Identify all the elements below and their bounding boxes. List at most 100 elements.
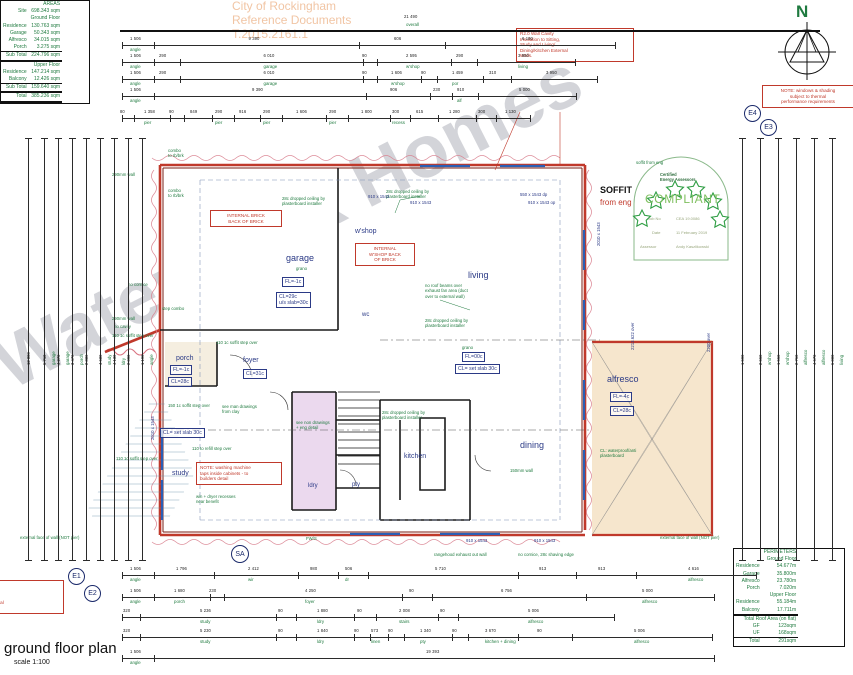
areas-uf-heading: Upper Floor — [33, 61, 61, 68]
dim-value: 5 000 — [642, 588, 653, 593]
dim-col-line — [742, 138, 743, 560]
dim-value-vertical: 2 880 — [84, 354, 89, 365]
dim-value: 3 950 — [518, 53, 529, 58]
dim-tick — [793, 138, 800, 139]
dim-tick — [122, 59, 123, 66]
dim-value: 6 010 — [263, 70, 275, 75]
dim-tick — [586, 594, 587, 601]
living-note-roofbeams: no roof beams over exhaust fan area (duc… — [425, 283, 468, 299]
anno-external-face-left: external face of wall (NOT pier) — [20, 535, 80, 540]
dim-tick — [180, 76, 181, 83]
areas-gf-sub-value: 224.796 sqm — [28, 51, 63, 62]
assessor-logo-text: Certified Energy Assessors — [660, 172, 696, 182]
dim-tick — [55, 138, 62, 139]
insulation-note: R2.0 Wall Cavity Insulation to Sitting, … — [516, 28, 634, 62]
dim-tick — [714, 655, 715, 662]
dim-value: 506 — [345, 566, 353, 571]
elevation-marker-e4[interactable]: E4 — [744, 105, 761, 122]
dim-value: 849 — [190, 109, 198, 114]
garage-cl2-value: u/s slab=30c — [279, 300, 309, 306]
areas-uf-bal-value: 12.426 sqm — [28, 76, 63, 85]
dim-label: pier — [144, 120, 152, 125]
areas-uf-res-value: 147.214 sqm — [31, 68, 61, 75]
dim-tick — [511, 76, 512, 83]
dim-label: pier — [329, 120, 337, 125]
anno-soffit-step-2: 110 1c soffit step over — [216, 340, 258, 345]
dim-value: 913 — [598, 566, 606, 571]
dim-tick — [775, 138, 782, 139]
dim-tick — [430, 93, 431, 100]
dim-tick — [615, 42, 616, 49]
dim-tick — [438, 115, 439, 122]
areas-title: AREAS — [43, 1, 61, 7]
elevation-marker-e2[interactable]: E2 — [84, 585, 101, 602]
dim-tick — [296, 634, 297, 641]
council-stamp-line1: City of Rockingham — [232, 0, 337, 13]
anno-man-drawings: see man drawings from clay — [222, 404, 257, 415]
dim-col-line — [814, 138, 815, 560]
dim-tick — [370, 634, 371, 641]
dim-col-line — [28, 138, 29, 560]
stamp-date-label: Date — [652, 230, 661, 235]
dim-value: 90 — [421, 70, 426, 75]
dim-value-vertical: 4 670 — [812, 354, 817, 365]
dim-tick — [530, 115, 531, 122]
dim-tick — [97, 560, 104, 561]
dim-label: garage — [263, 64, 278, 69]
areas-table: AREAS Site 698.343 sqm Ground Floor Resi… — [0, 0, 90, 104]
anno-ceiling-installer-1: 28c dropped ceiling by plasterboard inst… — [282, 196, 325, 207]
dim-label-vertical: w'shop — [785, 351, 790, 365]
dim-label: alf — [457, 98, 462, 103]
dim-label: angle — [130, 599, 141, 604]
dim-label: ldry — [317, 619, 325, 624]
dim-row-line — [122, 62, 575, 63]
dim-value: 4 250 — [305, 588, 316, 593]
dim-tick — [421, 76, 422, 83]
dim-label: pty — [420, 639, 426, 644]
dim-col-line — [44, 138, 45, 560]
dim-tick — [390, 115, 391, 122]
dim-tick — [402, 594, 403, 601]
dim-tick — [445, 42, 446, 49]
dim-tick — [388, 634, 389, 641]
elevation-marker-e3[interactable]: E3 — [760, 119, 777, 136]
areas-uf-res-label: Residence — [3, 68, 27, 75]
dim-tick — [170, 115, 171, 122]
dim-tick — [775, 560, 782, 561]
section-marker-sa[interactable]: SA — [231, 545, 249, 563]
dim-tick — [348, 115, 349, 122]
dim-tick — [122, 42, 123, 49]
dim-label: living — [518, 64, 529, 69]
dim-value-vertical: 4 130 — [112, 354, 117, 365]
dim-value: 910 — [457, 87, 465, 92]
dim-label: linen — [371, 639, 381, 644]
dim-tick — [154, 59, 155, 66]
dim-value: 1 358 — [144, 109, 155, 114]
dim-value: 916 — [239, 109, 247, 114]
dim-tick — [122, 634, 123, 641]
anno-soffit-step-4: 110 1c soffit step over — [116, 456, 158, 461]
dim-label-vertical: angle — [149, 354, 154, 365]
dim-tick — [363, 76, 364, 83]
dim-value: 6 010 — [263, 53, 275, 58]
dim-value: 1 506 — [130, 53, 141, 58]
dim-col-line — [114, 138, 115, 560]
dim-value: 5 006 — [634, 628, 645, 633]
dim-label: alfresco — [528, 619, 544, 624]
internal-brick-note: INTERNAL BRICK BACK OF BRICK — [210, 210, 282, 228]
dim-value: 1 459 — [452, 70, 463, 75]
dim-col-line — [86, 138, 87, 560]
dim-tick — [282, 115, 283, 122]
dim-value: 1 800 — [361, 109, 372, 114]
dim-tick — [125, 138, 132, 139]
dim-tick — [139, 560, 146, 561]
dim-tick — [25, 560, 32, 561]
room-label-garage: garage — [286, 253, 315, 263]
areas-gf-sub-label: Sub Total — [1, 51, 29, 62]
elevation-marker-e1[interactable]: E1 — [68, 568, 85, 585]
dim-value: 290 — [329, 109, 337, 114]
dim-tick — [477, 59, 478, 66]
dim-tick — [811, 560, 818, 561]
